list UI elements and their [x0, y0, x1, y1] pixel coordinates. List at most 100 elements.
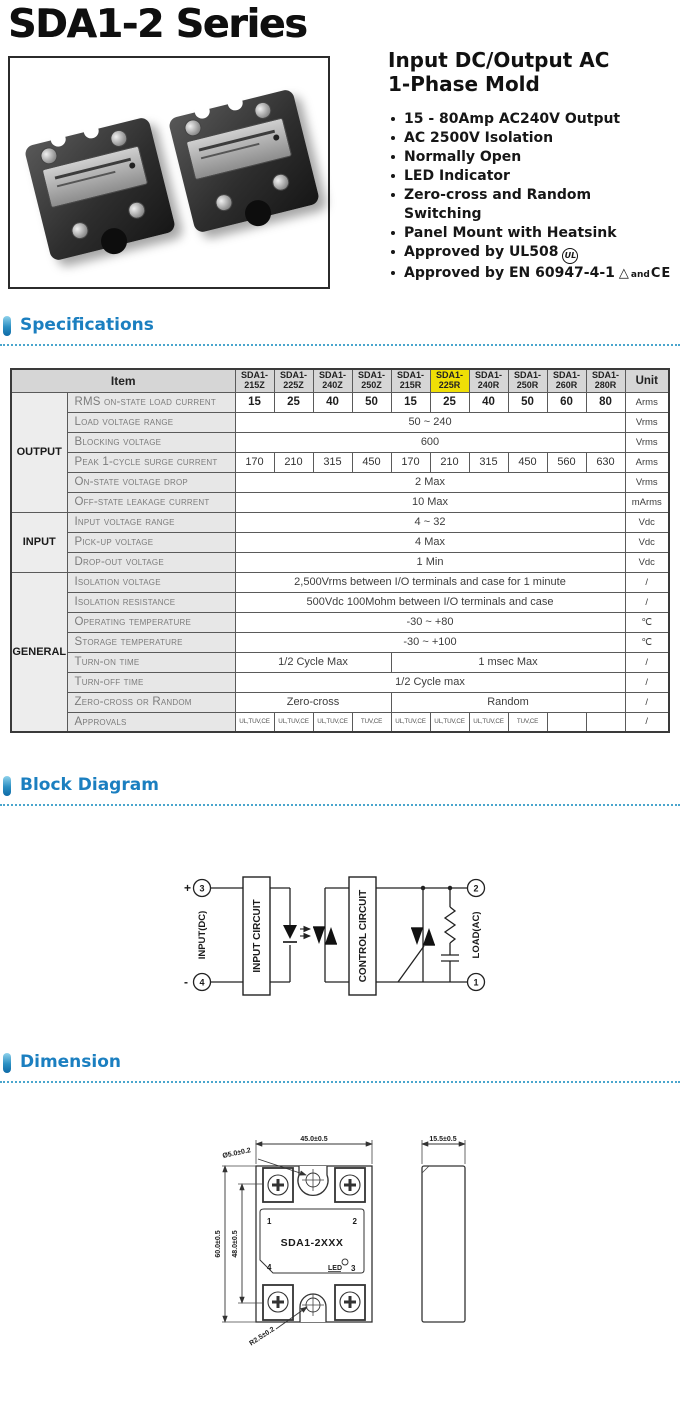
table-row: Turn-off time 1/2 Cycle max /	[11, 671, 670, 693]
product-photo-frame	[8, 56, 330, 289]
terminal-2-label: 2	[473, 884, 478, 894]
approval-cell: UL,TUV,CE	[234, 711, 275, 733]
span-value-cell: -30 ~ +80	[234, 611, 626, 633]
model-column-header: SDA1-240Z	[312, 368, 353, 393]
value-cell: 50	[351, 391, 392, 413]
row-label: Storage temperature	[66, 631, 236, 653]
span-value-cell: Zero-cross	[234, 691, 392, 713]
opto-triac-symbol	[313, 926, 337, 945]
value-cell: 25	[273, 391, 314, 413]
terminal-1-label: 1	[473, 978, 478, 988]
input-circuit-label: INPUT CIRCUIT	[252, 899, 263, 972]
unit-cell: Vdc	[624, 511, 670, 533]
section-specifications-header: Specifications	[0, 315, 680, 347]
opto-arrows-icon	[300, 925, 312, 940]
approval-cell: UL,TUV,CE	[468, 711, 509, 733]
row-label: Blocking voltage	[66, 431, 236, 453]
load-ac-label: LOAD(AC)	[471, 912, 482, 959]
control-circuit-box: CONTROL CIRCUIT	[348, 876, 377, 996]
unit-cell: /	[624, 711, 670, 733]
block-diagram-figure: INPUT CIRCUIT CONTROL CIRCUIT + 3 - 4 IN…	[184, 876, 486, 996]
approval-cell: UL,TUV,CE	[390, 711, 431, 733]
led-dot	[128, 161, 136, 170]
dimension-figure: 1 2 SDA1-2XXX 4 LED 3 45.0±0.5	[215, 1136, 466, 1347]
value-cell: 50	[507, 391, 548, 413]
unit-cell: Arms	[624, 391, 670, 413]
model-column-header: SDA1-280R	[585, 368, 626, 393]
span-value-cell: 2,500Vrms between I/O terminals and case…	[234, 571, 626, 593]
table-header-row: Item SDA1-215Z SDA1-225Z SDA1-240Z SDA1-…	[10, 368, 670, 393]
value-cell: 40	[312, 391, 353, 413]
row-label: Operating temperature	[66, 611, 236, 633]
and-label: and	[630, 270, 650, 281]
feature-item: Zero-cross and Random Switching	[390, 186, 595, 224]
table-row: Operating temperature -30 ~ +80 ℃	[11, 611, 670, 633]
approval-cell-empty	[546, 711, 587, 733]
value-cell: 450	[351, 451, 392, 473]
table-row: OUTPUT RMS on-state load current 15 25 4…	[10, 391, 670, 513]
feature-item: Normally Open	[390, 148, 630, 167]
unit-cell: Vrms	[624, 471, 670, 493]
front-view: 1 2 SDA1-2XXX 4 LED 3 45.0±0.5	[215, 1136, 373, 1347]
unit-cell: mArms	[624, 491, 670, 513]
unit-cell: /	[624, 671, 670, 693]
section-title: Block Diagram	[20, 775, 159, 795]
value-cell: 210	[429, 451, 470, 473]
feature-item: AC 2500V Isolation	[390, 129, 630, 148]
section-bar-icon	[3, 776, 11, 796]
circuit-wires	[211, 885, 467, 983]
span-value-cell: 2 Max	[234, 471, 626, 493]
bullet-icon	[391, 271, 395, 276]
value-cell: 630	[585, 451, 626, 473]
table-row: Blocking voltage 600 Vrms	[11, 431, 670, 453]
table-row: Zero-cross or Random Zero-cross Random /	[11, 691, 670, 713]
table-row: Approvals UL,TUV,CE UL,TUV,CE UL,TUV,CE …	[11, 711, 670, 733]
unit-cell: Arms	[624, 451, 670, 473]
value-cell: 25	[429, 391, 470, 413]
model-column-header: SDA1-215R	[390, 368, 431, 393]
top-mounting-slot	[297, 1166, 329, 1196]
dotted-divider	[0, 1081, 680, 1083]
row-label: Load voltage range	[66, 411, 236, 433]
model-column-header: SDA1-250Z	[351, 368, 392, 393]
value-cell: 15	[390, 391, 431, 413]
feature-item: LED Indicator	[390, 167, 630, 186]
dotted-divider	[0, 344, 680, 346]
product-subtitle: Input DC/Output AC 1-Phase Mold	[388, 48, 673, 97]
table-row: GENERAL Isolation voltage 2,500Vrms betw…	[10, 571, 670, 733]
relay-product-image-2	[167, 88, 321, 234]
terminal-2-number: 2	[353, 1217, 358, 1226]
table-row: Pick-up voltage 4 Max Vdc	[11, 531, 670, 553]
terminal-1-number: 1	[267, 1217, 272, 1226]
unit-cell: /	[624, 691, 670, 713]
group-cell-general: GENERAL	[10, 571, 68, 733]
table-row: Storage temperature -30 ~ +100 ℃	[11, 631, 670, 653]
specifications-table: Item SDA1-215Z SDA1-225Z SDA1-240Z SDA1-…	[10, 368, 670, 733]
row-label: Pick-up voltage	[66, 531, 236, 553]
nameplate: 1 2 SDA1-2XXX 4 LED 3	[259, 1208, 365, 1274]
bullet-icon	[391, 117, 395, 121]
table-row: Isolation resistance 500Vdc 100Mohm betw…	[11, 591, 670, 613]
span-value-cell: 600	[234, 431, 626, 453]
unit-cell: ℃	[624, 631, 670, 653]
approval-cell: UL,TUV,CE	[429, 711, 470, 733]
row-label: RMS on-state load current	[66, 391, 236, 413]
unit-cell: /	[624, 591, 670, 613]
table-row: Load voltage range 50 ~ 240 Vrms	[11, 411, 670, 433]
span-value-cell: 1/2 Cycle max	[234, 671, 626, 693]
terminal-4-label: 4	[199, 978, 204, 988]
section-title: Dimension	[20, 1052, 122, 1072]
unit-cell: /	[624, 571, 670, 593]
value-cell: 315	[468, 451, 509, 473]
bottom-mounting-slot	[299, 1293, 327, 1322]
terminal-4-number: 4	[267, 1263, 272, 1272]
unit-cell: Vdc	[624, 531, 670, 553]
dotted-divider	[0, 804, 680, 806]
unit-cell: /	[624, 651, 670, 673]
row-label: Turn-on time	[66, 651, 236, 673]
model-column-header: SDA1-225Z	[273, 368, 314, 393]
unit-cell: Vrms	[624, 431, 670, 453]
table-row: Turn-on time 1/2 Cycle Max 1 msec Max /	[11, 651, 670, 673]
